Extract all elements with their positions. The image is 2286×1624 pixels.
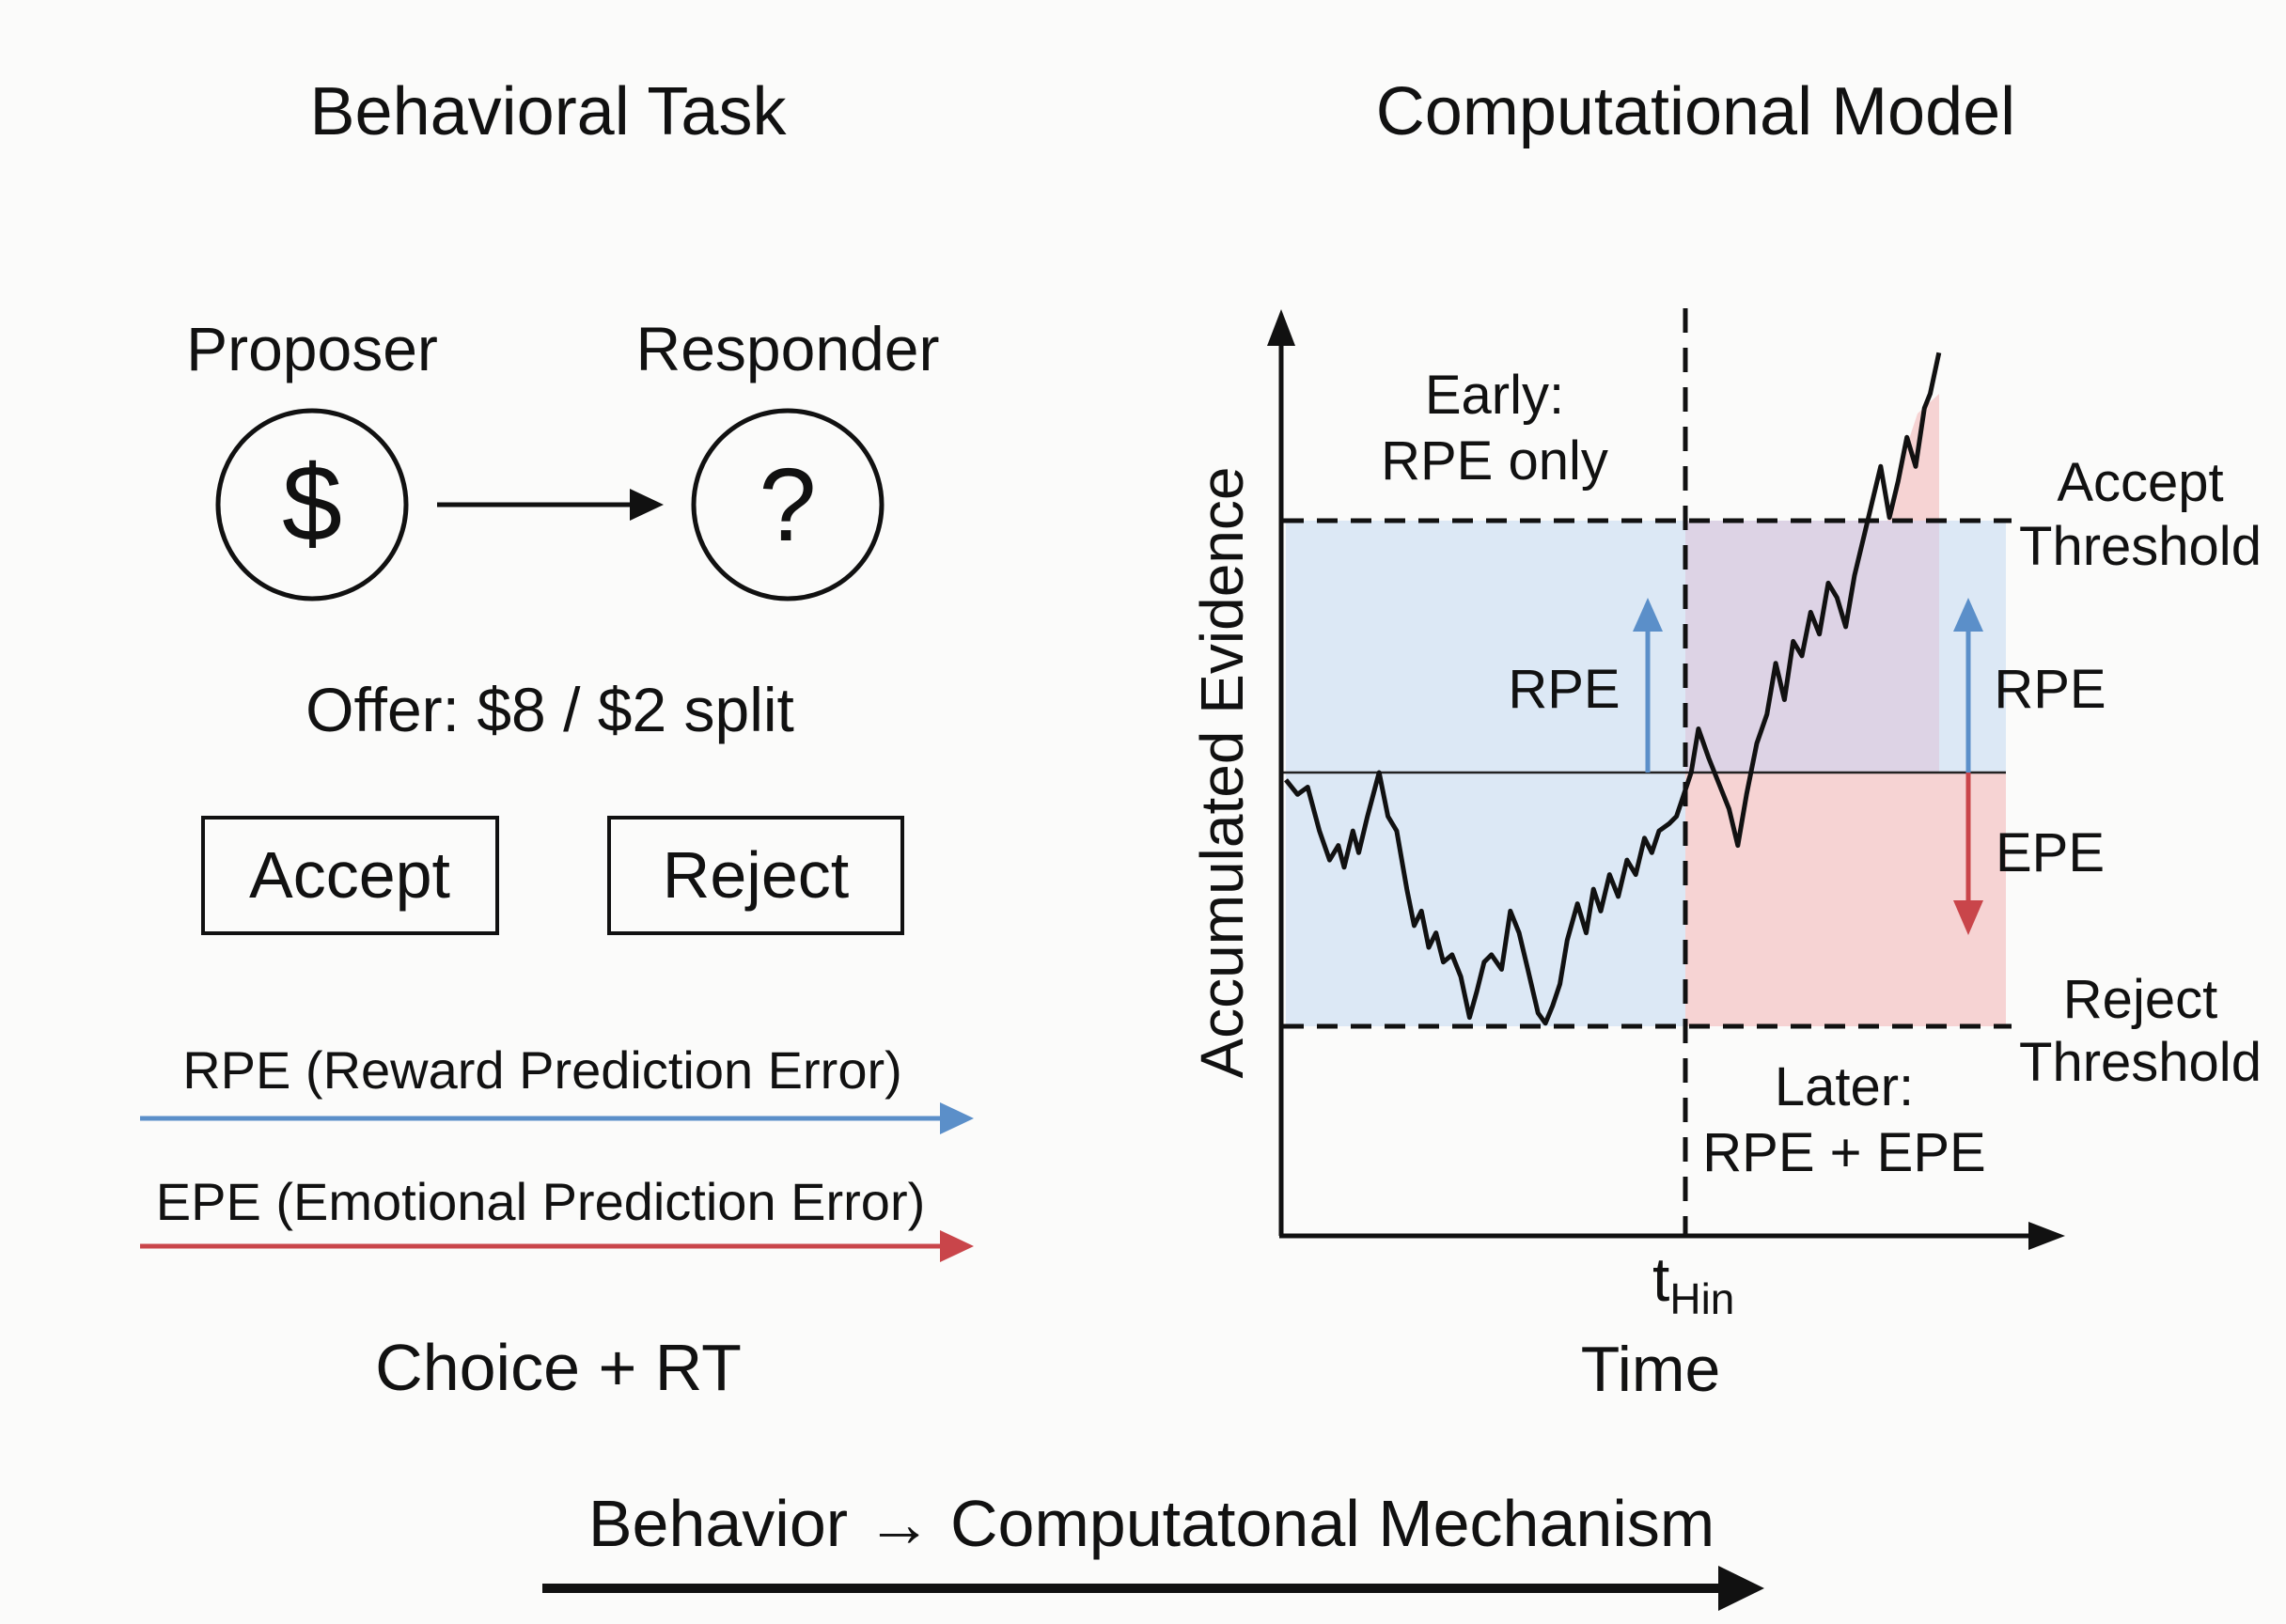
t-sub: Hin	[1669, 1274, 1734, 1323]
offer-text: Offer: $8 / $2 split	[305, 675, 794, 744]
question-icon: ?	[759, 447, 816, 563]
t-main: t	[1652, 1244, 1669, 1314]
y-axis-label: Accumulated Evidence	[1188, 466, 1256, 1078]
rpe-arrow	[140, 1102, 974, 1134]
purple-region	[1685, 521, 1939, 773]
later-label-2: RPE + EPE	[1702, 1122, 1985, 1183]
epe-legend-label: EPE (Emotional Prediction Error)	[156, 1172, 926, 1231]
later-label-1: Later:	[1775, 1056, 1914, 1117]
t-hin-label: tHin	[1652, 1244, 1734, 1323]
rpe-legend-label: RPE (Reward Prediction Error)	[182, 1040, 902, 1100]
evidence-trace	[1284, 351, 1942, 1026]
early-label-2: RPE only	[1381, 430, 1608, 492]
accept-button-label: Accept	[249, 838, 450, 912]
choice-rt-label: Choice + RT	[375, 1331, 742, 1404]
responder-label: Responder	[636, 314, 940, 383]
rpe-late-arrow	[1953, 598, 1983, 773]
offer-arrow	[437, 489, 664, 521]
x-axis-label: Time	[1581, 1334, 1721, 1405]
proposer-circle	[215, 408, 409, 601]
reject-button[interactable]: Reject	[607, 816, 904, 935]
behavioral-task-title: Behavioral Task	[310, 74, 788, 149]
proposer-label: Proposer	[186, 314, 438, 383]
dollar-icon: $	[282, 444, 342, 564]
epe-late-arrow	[1953, 773, 1983, 935]
rpe-early-label: RPE	[1508, 659, 1620, 720]
rpe-early-arrow	[1633, 598, 1663, 773]
bottom-arrow	[542, 1566, 1764, 1611]
rpe-late-label: RPE	[1994, 659, 2106, 720]
bottom-caption: Behavior → Computatonal Mechanism	[588, 1487, 1714, 1560]
x-axis	[1279, 1222, 2065, 1250]
reject-threshold-label-1: Reject	[2063, 969, 2217, 1030]
epe-arrow	[140, 1230, 974, 1262]
responder-circle	[691, 408, 885, 601]
epe-late-label: EPE	[1996, 822, 2105, 883]
early-label-1: Early:	[1425, 365, 1564, 426]
accept-threshold-label-1: Accept	[2057, 452, 2223, 513]
reject-threshold-label-2: Threshold	[2019, 1032, 2262, 1093]
computational-model-title: Computational Model	[1376, 74, 2015, 149]
reject-button-label: Reject	[663, 838, 849, 912]
red-region	[1685, 773, 2006, 1026]
accept-button[interactable]: Accept	[201, 816, 499, 935]
y-axis	[1267, 309, 1295, 1236]
accept-threshold-label-2: Threshold	[2019, 516, 2262, 577]
